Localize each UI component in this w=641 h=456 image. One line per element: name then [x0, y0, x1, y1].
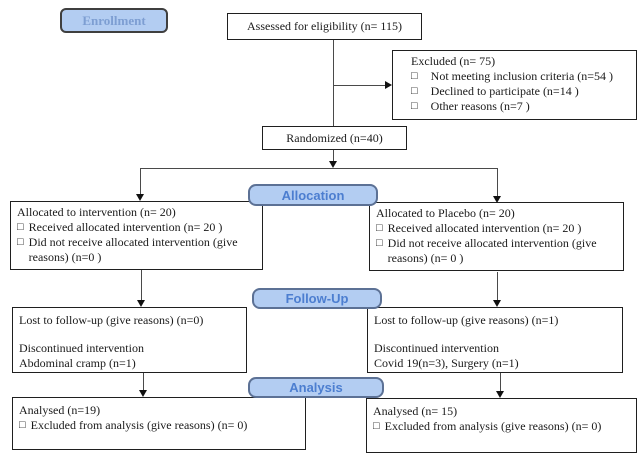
allocated-placebo-box: Allocated to Placebo (n= 20) □ Received … [369, 202, 624, 271]
checkbox-icon: □ [411, 100, 418, 112]
arrowhead-down-icon [493, 300, 501, 307]
enrollment-stage-label: Enrollment [82, 12, 146, 28]
connector-line [500, 373, 501, 392]
randomized-box: Randomized (n=40) [262, 126, 407, 150]
connector-line [140, 168, 497, 169]
excluded-box: Excluded (n= 75) □ Not meeting inclusion… [392, 50, 637, 120]
analysis-stage-label: Analysis [289, 380, 343, 395]
lost-to-followup-text: Lost to follow-up (give reasons) (n=0) [19, 313, 204, 327]
discontinued-reason-text: Covid 19(n=3), Surgery (n=1) [374, 356, 519, 370]
discontinued-text: Discontinued intervention [19, 341, 144, 355]
arrowhead-down-icon [329, 161, 337, 168]
analysed-title: Analysed (n= 15) [373, 404, 458, 418]
analysis-intervention-box: Analysed (n=19) □ Excluded from analysis… [12, 397, 306, 450]
connector-line [333, 40, 334, 126]
checkbox-icon: □ [411, 85, 418, 97]
connector-line [141, 270, 142, 301]
follow-up-stage-label: Follow-Up [285, 291, 349, 306]
connector-line [333, 150, 334, 162]
checkbox-icon: □ [373, 420, 380, 432]
connector-line [497, 272, 498, 301]
checkbox-icon: □ [19, 419, 26, 431]
analysis-intervention-item: □ Excluded from analysis (give reasons) … [19, 418, 248, 432]
allocated-intervention-box: Allocated to intervention (n= 20) □ Rece… [10, 201, 263, 270]
analysis-placebo-box: Analysed (n= 15) □ Excluded from analysi… [366, 398, 637, 453]
assessed-eligibility-box: Assessed for eligibility (n= 115) [227, 13, 422, 40]
allocated-intervention-item: □ Did not receive allocated intervention… [17, 235, 238, 264]
arrowhead-down-icon [493, 196, 501, 203]
checkbox-icon: □ [17, 236, 24, 248]
connector-line [497, 168, 498, 197]
checkbox-icon: □ [376, 222, 383, 234]
checkbox-icon: □ [17, 221, 24, 233]
connector-line [143, 373, 144, 391]
followup-placebo-box: Lost to follow-up (give reasons) (n=1) D… [367, 307, 623, 373]
lost-to-followup-text: Lost to follow-up (give reasons) (n=1) [374, 313, 559, 327]
analysed-title: Analysed (n=19) [19, 403, 101, 417]
follow-up-stage-badge: Follow-Up [252, 288, 382, 309]
excluded-item: □ Other reasons (n=7 ) [411, 99, 530, 113]
allocation-stage-label: Allocation [281, 187, 345, 203]
allocated-intervention-item: □ Received allocated intervention (n= 20… [17, 220, 223, 234]
arrowhead-down-icon [496, 391, 504, 398]
connector-line [140, 168, 141, 195]
analysis-placebo-item: □ Excluded from analysis (give reasons) … [373, 419, 602, 433]
allocation-stage-badge: Allocation [248, 184, 378, 206]
allocated-placebo-item: □ Received allocated intervention (n= 20… [376, 221, 582, 235]
checkbox-icon: □ [411, 70, 418, 82]
allocated-intervention-title: Allocated to intervention (n= 20) [17, 205, 176, 219]
arrowhead-down-icon [136, 194, 144, 201]
allocated-placebo-item: □ Did not receive allocated intervention… [376, 236, 597, 265]
enrollment-stage-badge: Enrollment [60, 8, 168, 33]
excluded-item: □ Not meeting inclusion criteria (n=54 ) [411, 69, 614, 83]
allocated-placebo-title: Allocated to Placebo (n= 20) [376, 206, 515, 220]
arrowhead-down-icon [139, 390, 147, 397]
connector-line [333, 85, 385, 86]
discontinued-reason-text: Abdominal cramp (n=1) [19, 356, 136, 370]
arrowhead-right-icon [385, 81, 392, 89]
assessed-eligibility-text: Assessed for eligibility (n= 115) [247, 19, 402, 33]
arrowhead-down-icon [137, 300, 145, 307]
followup-intervention-box: Lost to follow-up (give reasons) (n=0) D… [12, 307, 247, 373]
discontinued-text: Discontinued intervention [374, 341, 499, 355]
analysis-stage-badge: Analysis [248, 377, 384, 398]
excluded-item: □ Declined to participate (n=14 ) [411, 84, 579, 98]
excluded-title: Excluded (n= 75) [411, 54, 496, 68]
randomized-text: Randomized (n=40) [286, 130, 383, 145]
checkbox-icon: □ [376, 237, 383, 249]
